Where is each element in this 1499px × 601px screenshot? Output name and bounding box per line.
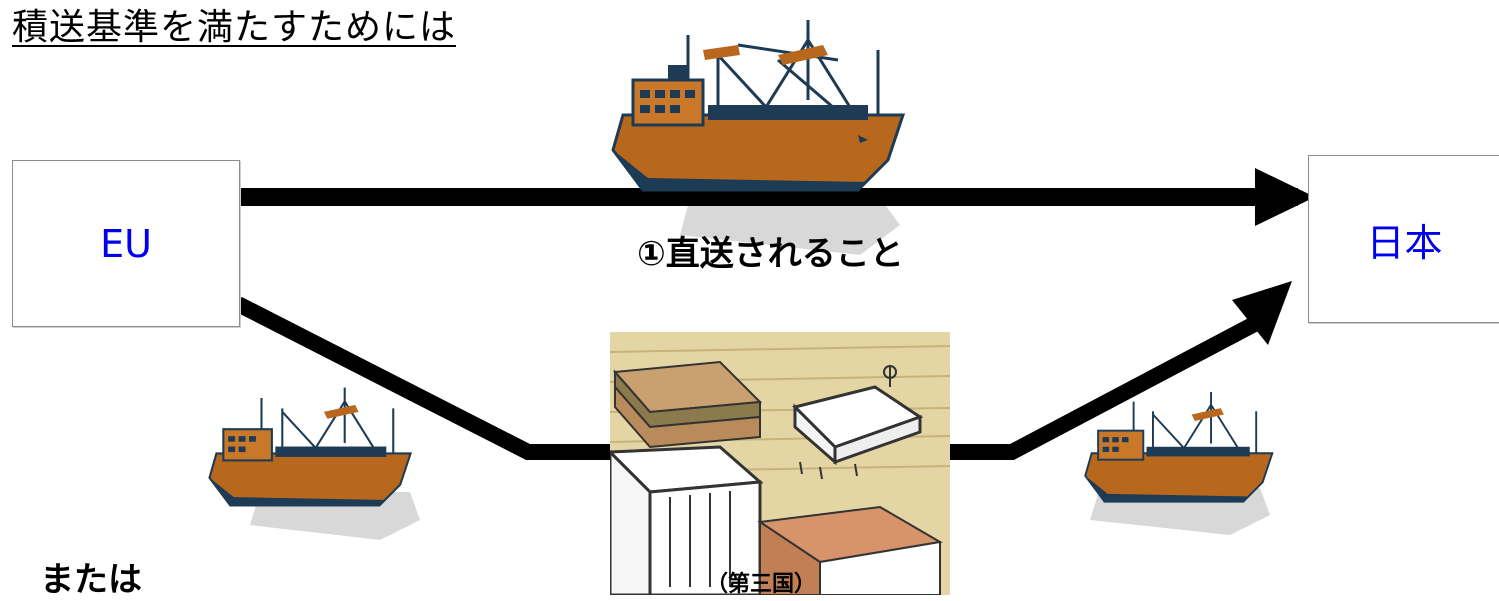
via-route-arrowhead xyxy=(1232,281,1292,345)
port-cargo-crates-icon xyxy=(610,332,950,595)
origin-label: EU xyxy=(100,221,152,266)
via-route-arrow xyxy=(234,296,1266,460)
cargo-ship-icon xyxy=(1084,391,1274,503)
direct-route-label: ①直送されること xyxy=(637,234,904,274)
cargo-ship-icon xyxy=(611,20,906,192)
third-country-label: （第三国） xyxy=(706,572,817,597)
destination-box-japan: 日本 xyxy=(1308,155,1499,323)
origin-box-eu: EU xyxy=(12,160,240,327)
or-label: または xyxy=(40,560,142,600)
direct-route-arrow xyxy=(238,168,1315,226)
page-title: 積送基準を満たすためには xyxy=(12,7,457,48)
destination-label: 日本 xyxy=(1366,220,1443,265)
cargo-ship-icon xyxy=(208,387,413,507)
